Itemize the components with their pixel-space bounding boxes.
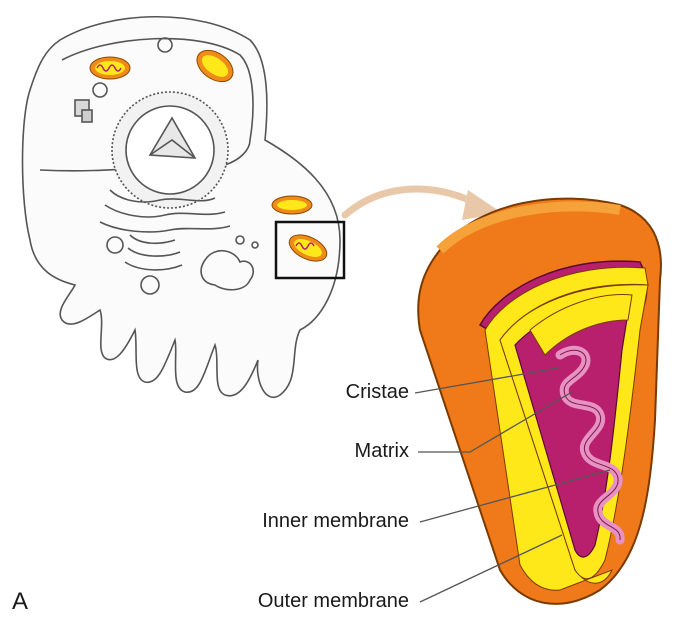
mitochondrion-large: [418, 199, 661, 604]
label-inner-membrane: Inner membrane: [262, 510, 409, 533]
zoom-arrow: [345, 189, 502, 220]
label-outer-membrane: Outer membrane: [258, 590, 409, 613]
panel-letter: A: [12, 588, 28, 616]
label-cristae: Cristae: [346, 381, 409, 404]
label-matrix: Matrix: [355, 440, 409, 463]
